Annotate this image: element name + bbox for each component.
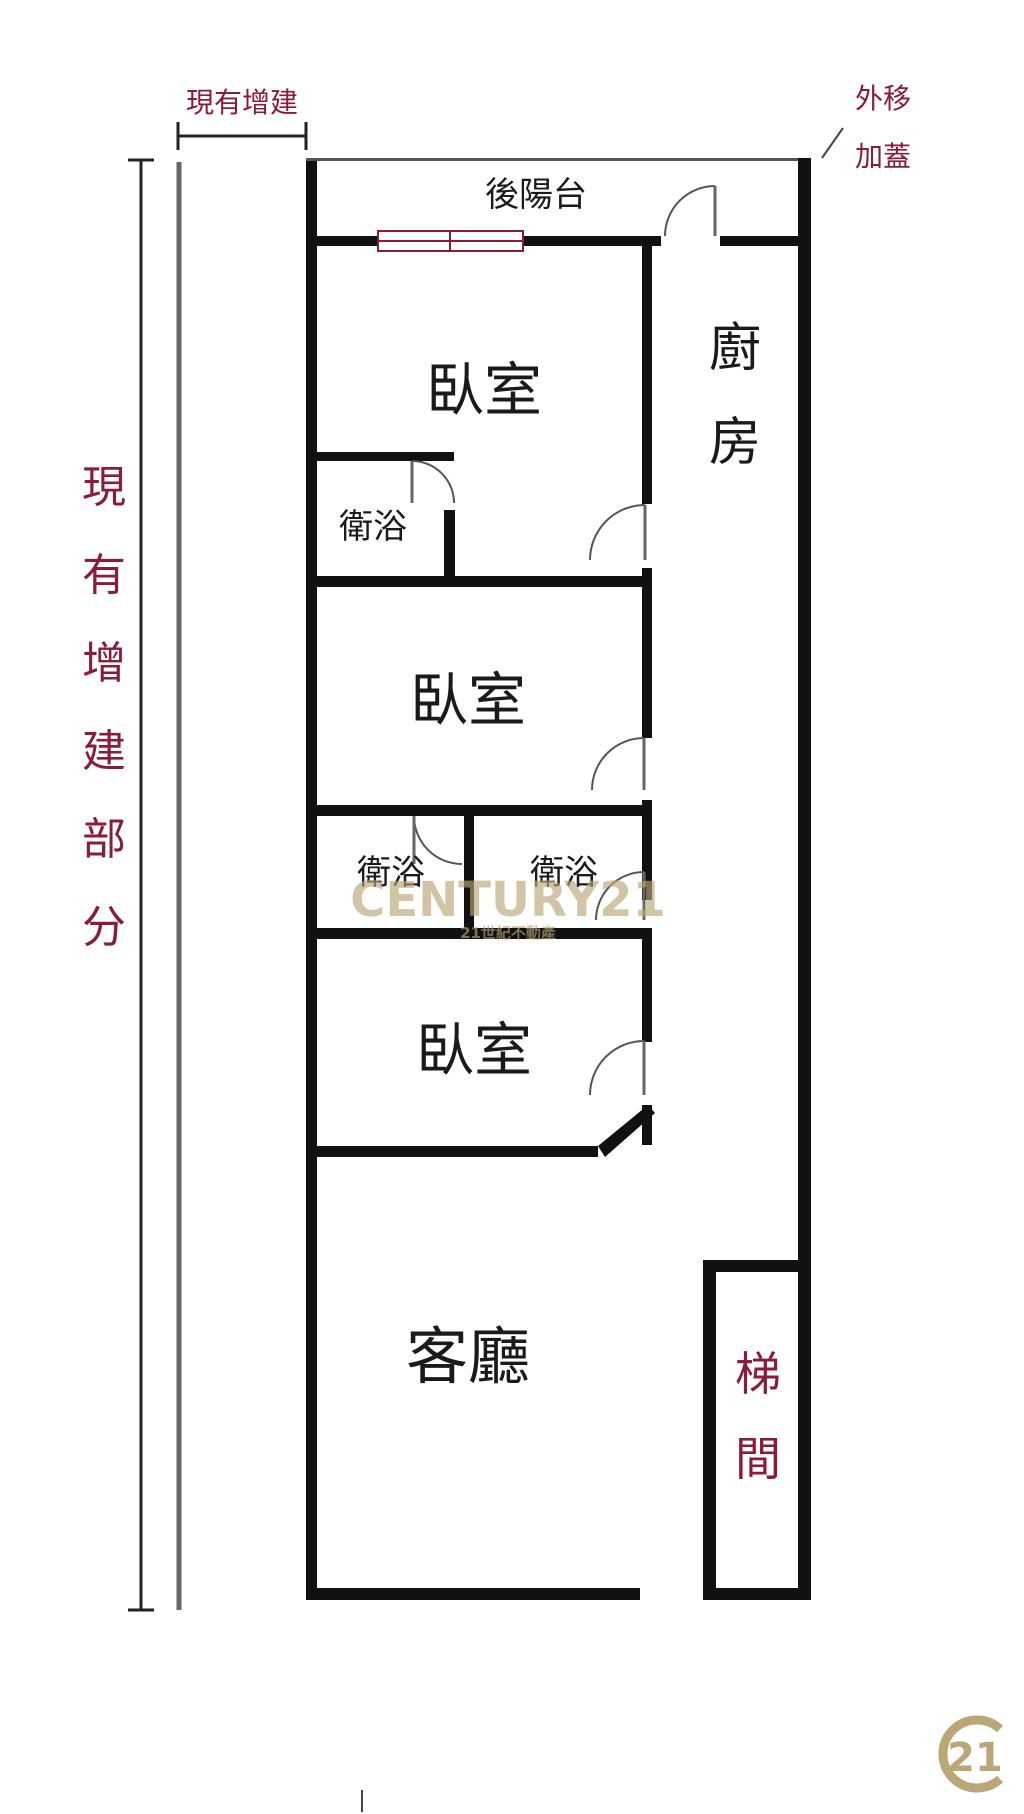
side-label-char: 建	[82, 726, 126, 777]
room-bath-2: 衛浴	[357, 853, 425, 893]
room-stairwell-char-1: 梯	[735, 1347, 781, 1401]
room-rear-balcony: 後陽台	[485, 175, 587, 215]
side-label-char: 分	[82, 902, 126, 953]
logo-number: 21	[947, 1735, 1003, 1781]
room-bath-3: 衛浴	[530, 853, 598, 893]
stairwell-walls	[703, 1260, 811, 1600]
side-extension-dimension	[128, 158, 182, 1612]
side-label-char: 部	[82, 814, 126, 865]
room-living-room: 客廳	[406, 1320, 530, 1393]
room-bedroom-1: 臥室	[426, 356, 542, 424]
relocated-label-top: 外移	[855, 82, 911, 115]
room-bedroom-3: 臥室	[416, 1016, 532, 1084]
bedroom-3-walls	[306, 1040, 655, 1157]
relocated-label-bottom: 加蓋	[855, 140, 911, 173]
existing-extension-side-label: 現 有 增 建 部 分	[82, 462, 126, 953]
exterior-walls	[306, 158, 811, 1600]
watermark-subtitle: 21世紀不動產	[460, 924, 556, 942]
side-label-char: 現	[82, 462, 126, 513]
room-bedroom-2: 臥室	[410, 666, 526, 734]
top-extension-dimension	[176, 122, 308, 150]
room-kitchen-char-1: 廚	[709, 319, 761, 379]
room-bath-1: 衛浴	[339, 507, 407, 547]
bedroom-1-walls	[306, 452, 652, 587]
side-label-char: 增	[82, 638, 126, 689]
corridor-wall	[642, 246, 652, 1145]
balcony-partition	[306, 185, 800, 252]
century21-logo: 21	[938, 1715, 1004, 1793]
room-kitchen-char-2: 房	[709, 413, 761, 473]
bath-2-3-walls	[306, 805, 652, 939]
relocated-leader-line	[821, 127, 844, 159]
room-stairwell-char-2: 間	[735, 1432, 781, 1486]
existing-extension-top-label: 現有增建	[186, 86, 298, 119]
watermark-brand: CENTURY21	[350, 872, 666, 928]
side-label-char: 有	[82, 550, 126, 601]
bedroom-2-walls	[306, 737, 652, 816]
